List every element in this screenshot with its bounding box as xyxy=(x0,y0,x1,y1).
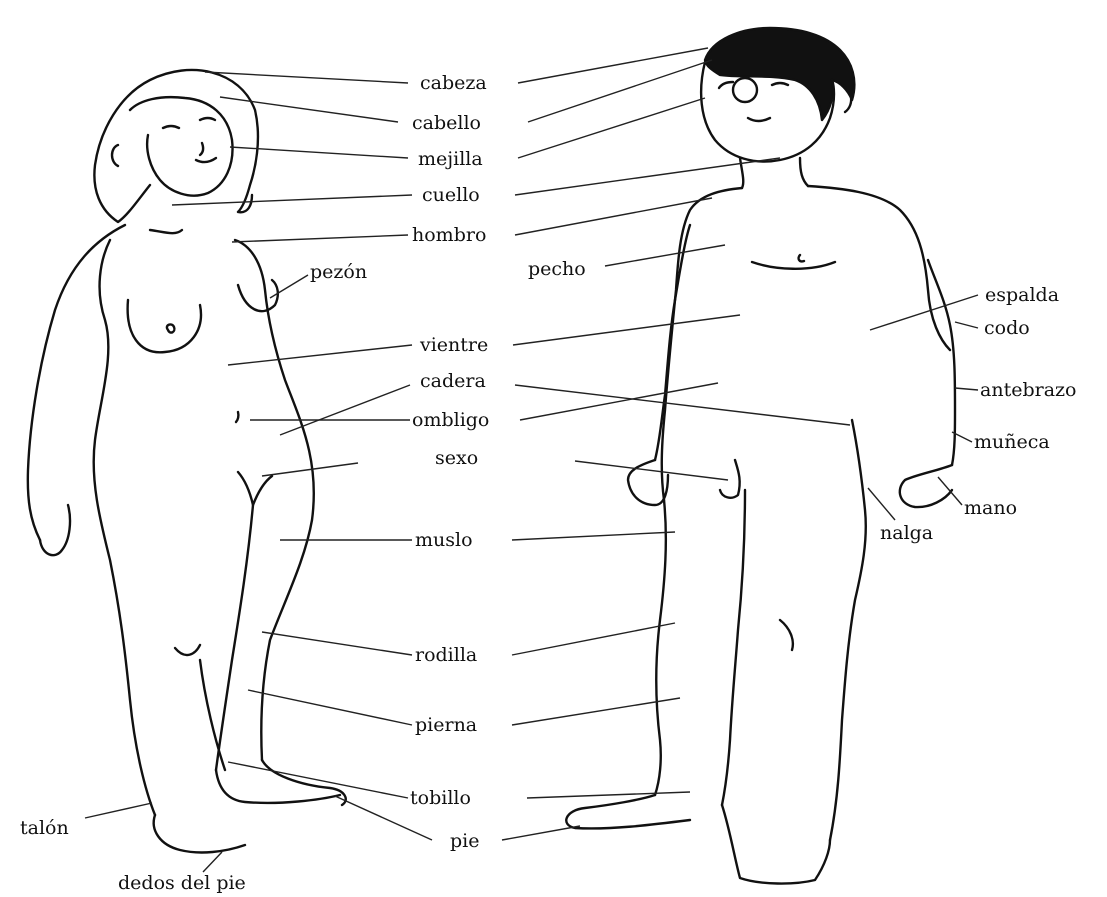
label-mano: mano xyxy=(964,497,1017,519)
label-hombro: hombro xyxy=(412,224,486,246)
label-pierna: pierna xyxy=(415,714,477,736)
label-pie: pie xyxy=(450,830,479,852)
female-face xyxy=(130,97,233,195)
label-nalga: nalga xyxy=(880,522,933,544)
male-torso xyxy=(662,188,742,500)
label-vientre: vientre xyxy=(420,334,488,356)
label-cuello: cuello xyxy=(422,184,480,206)
label-ombligo: ombligo xyxy=(412,409,489,431)
label-pezon: pezón xyxy=(310,261,367,283)
male-figure xyxy=(566,28,955,884)
label-muslo: muslo xyxy=(415,529,473,551)
label-cabello: cabello xyxy=(412,112,481,134)
label-rodilla: rodilla xyxy=(415,644,477,666)
label-mejilla: mejilla xyxy=(418,148,483,170)
label-talon: talón xyxy=(20,817,69,839)
label-cabeza: cabeza xyxy=(420,72,487,94)
label-pecho: pecho xyxy=(528,258,586,280)
label-sexo: sexo xyxy=(435,447,478,469)
female-torso-right xyxy=(235,240,314,760)
female-torso-left xyxy=(28,225,125,540)
label-tobillo: tobillo xyxy=(410,787,471,809)
label-muneca: muñeca xyxy=(974,431,1050,453)
label-codo: codo xyxy=(984,317,1030,339)
label-cadera: cadera xyxy=(420,370,486,392)
label-antebrazo: antebrazo xyxy=(980,379,1076,401)
label-espalda: espalda xyxy=(985,284,1059,306)
label-dedos-del-pie: dedos del pie xyxy=(118,872,246,894)
female-figure xyxy=(28,70,346,852)
